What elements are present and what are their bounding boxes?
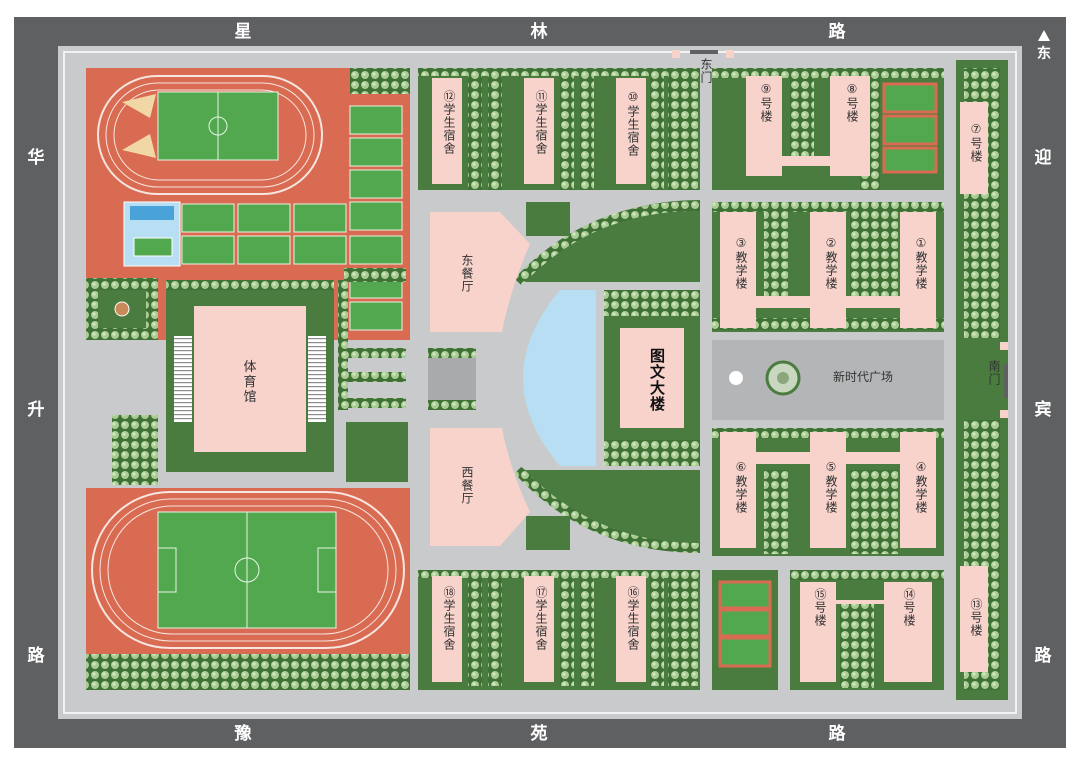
building-9-label: ⑨号楼 xyxy=(759,82,773,123)
library-building xyxy=(620,328,684,428)
dorm-11-label: ⑪学生宿舍 xyxy=(534,90,548,155)
road-south-char-1: 豫 xyxy=(234,724,252,744)
road-west-char-3: 路 xyxy=(27,646,45,666)
building-13 xyxy=(960,566,988,672)
library-label: 图文大楼 xyxy=(648,348,666,412)
compass-label: 东 xyxy=(1037,46,1051,62)
compass: 东 xyxy=(1030,30,1058,63)
teaching-building-5-label: ⑤教学楼 xyxy=(824,460,838,514)
teaching-building-6-label: ⑥教学楼 xyxy=(734,460,748,514)
east-gate-mark xyxy=(690,50,718,54)
teaching-building-1-label: ①教学楼 xyxy=(914,236,928,290)
teaching-building-3-label: ③教学楼 xyxy=(734,236,748,290)
teaching-building-4-label: ④教学楼 xyxy=(914,460,928,514)
building-7 xyxy=(960,102,988,194)
west-canteen xyxy=(430,428,530,546)
road-east-char-1: 迎 xyxy=(1034,148,1052,168)
road-north-char-1: 星 xyxy=(234,22,252,42)
road-west-char-1: 华 xyxy=(27,148,45,168)
teaching-4-5-6 xyxy=(720,432,936,548)
plaza xyxy=(712,340,944,420)
south-gate-label: 南门 xyxy=(987,360,1001,386)
dorm-17 xyxy=(524,576,554,682)
dorm-16 xyxy=(616,576,646,682)
building-8-label: ⑧号楼 xyxy=(845,82,859,123)
road-east-char-2: 宾 xyxy=(1034,400,1052,420)
road-north-char-3: 路 xyxy=(828,22,846,42)
east-gate-label: 东门 xyxy=(699,58,713,84)
east-canteen-label: 东餐厅 xyxy=(460,254,474,293)
road-north-char-2: 林 xyxy=(530,22,548,42)
north-crescent-lawn xyxy=(518,200,700,282)
dorm-12 xyxy=(432,78,462,184)
pond xyxy=(523,290,596,466)
building-15-14 xyxy=(800,582,932,682)
gym-building xyxy=(194,306,306,452)
dorm-17-label: ⑰学生宿舍 xyxy=(534,586,548,651)
road-south-char-2: 苑 xyxy=(530,724,548,744)
teaching-1-2-3 xyxy=(720,212,936,328)
north-arrow-icon xyxy=(1038,30,1050,41)
building-14-label: ⑭号楼 xyxy=(902,588,916,627)
teaching-building-2-label: ②教学楼 xyxy=(824,236,838,290)
road-south-char-3: 路 xyxy=(828,724,846,744)
dorm-12-label: ⑫学生宿舍 xyxy=(442,90,456,155)
plaza-label: 新时代广场 xyxy=(832,370,893,384)
bleacher-left xyxy=(174,336,192,422)
se-courts xyxy=(718,580,772,668)
dorm-18-label: ⑱学生宿舍 xyxy=(442,586,456,651)
campus-inner-line xyxy=(63,51,1017,714)
bleacher-right xyxy=(308,336,326,422)
dorm-10-label: ⑩学生宿舍 xyxy=(626,90,640,157)
dorm-16-label: ⑯学生宿舍 xyxy=(626,586,640,651)
gym-label: 体育馆 xyxy=(243,360,257,405)
building-7-label: ⑦号楼 xyxy=(969,122,983,163)
ne-courts xyxy=(882,82,938,174)
building-13-label: ⑬号楼 xyxy=(969,598,983,637)
west-canteen-label: 西餐厅 xyxy=(460,466,474,505)
building-9-8 xyxy=(746,76,870,176)
dorm-10 xyxy=(616,78,646,184)
road-east-char-3: 路 xyxy=(1034,646,1052,666)
east-canteen xyxy=(430,212,530,332)
dorm-11 xyxy=(524,78,554,184)
building-15-label: ⑮号楼 xyxy=(813,588,827,627)
dorm-18 xyxy=(432,576,462,682)
south-gate-mark xyxy=(1004,364,1008,398)
south-crescent-lawn xyxy=(518,470,700,552)
road-west-char-2: 升 xyxy=(27,400,45,420)
